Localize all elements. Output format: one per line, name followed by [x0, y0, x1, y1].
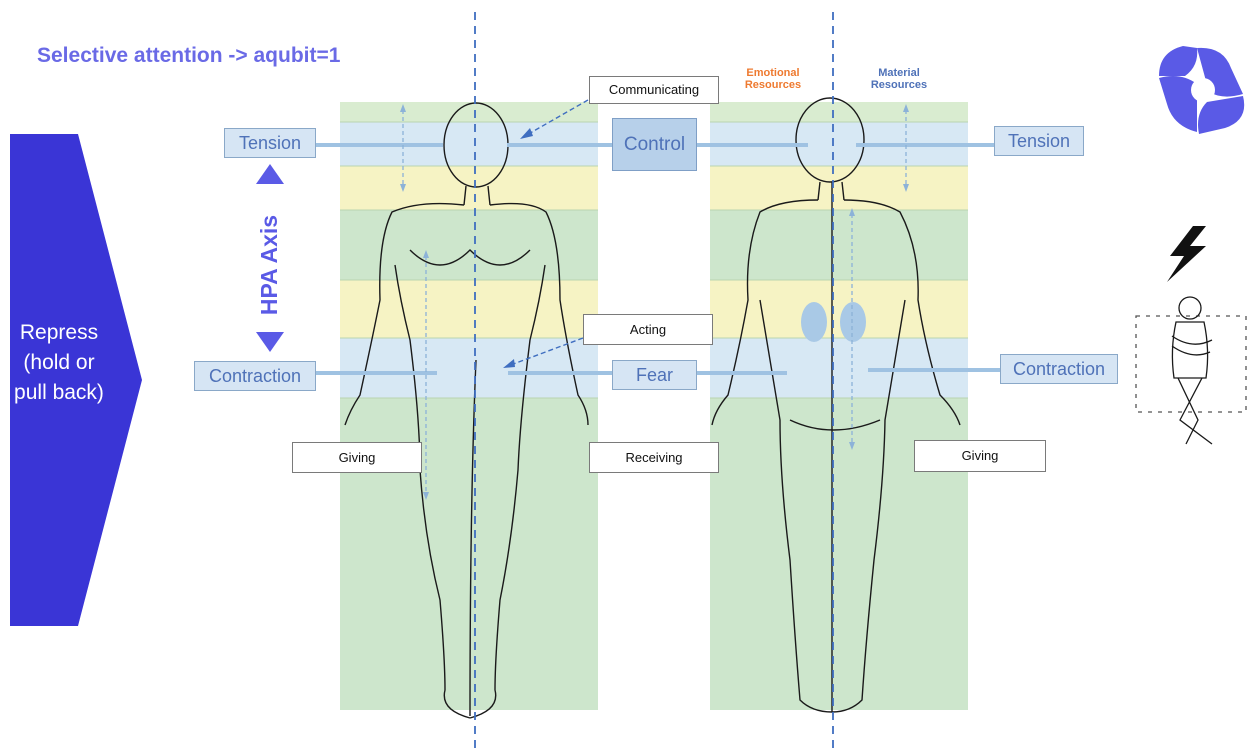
acting-box: Acting: [583, 314, 713, 345]
left-tension-box: Tension: [224, 128, 316, 158]
lightning-bolt-icon: [1167, 226, 1206, 282]
hpa-axis-label: HPA Axis: [254, 170, 284, 360]
left-giving-box: Giving: [292, 442, 422, 473]
shivering-person-icon: [1136, 297, 1246, 444]
right-contraction-box: Contraction: [1000, 354, 1118, 384]
kidney-right-shape: [840, 302, 866, 342]
communicating-box: Communicating: [589, 76, 719, 104]
receiving-box: Receiving: [589, 442, 719, 473]
right-panel-bands: [710, 102, 968, 710]
right-tension-box: Tension: [994, 126, 1084, 156]
material-resources-header: Material Resources: [862, 67, 936, 91]
page-title: Selective attention -> aqubit=1: [37, 44, 340, 68]
right-giving-box: Giving: [914, 440, 1046, 472]
kidney-left-shape: [801, 302, 827, 342]
repress-label: Repress (hold or pull back): [10, 318, 108, 408]
left-contraction-box: Contraction: [194, 361, 316, 391]
emotional-resources-header: Emotional Resources: [736, 67, 810, 91]
left-panel-bands: [340, 102, 598, 710]
logo-icon: [1159, 46, 1244, 134]
fear-box: Fear: [612, 360, 697, 390]
control-box: Control: [612, 118, 697, 171]
